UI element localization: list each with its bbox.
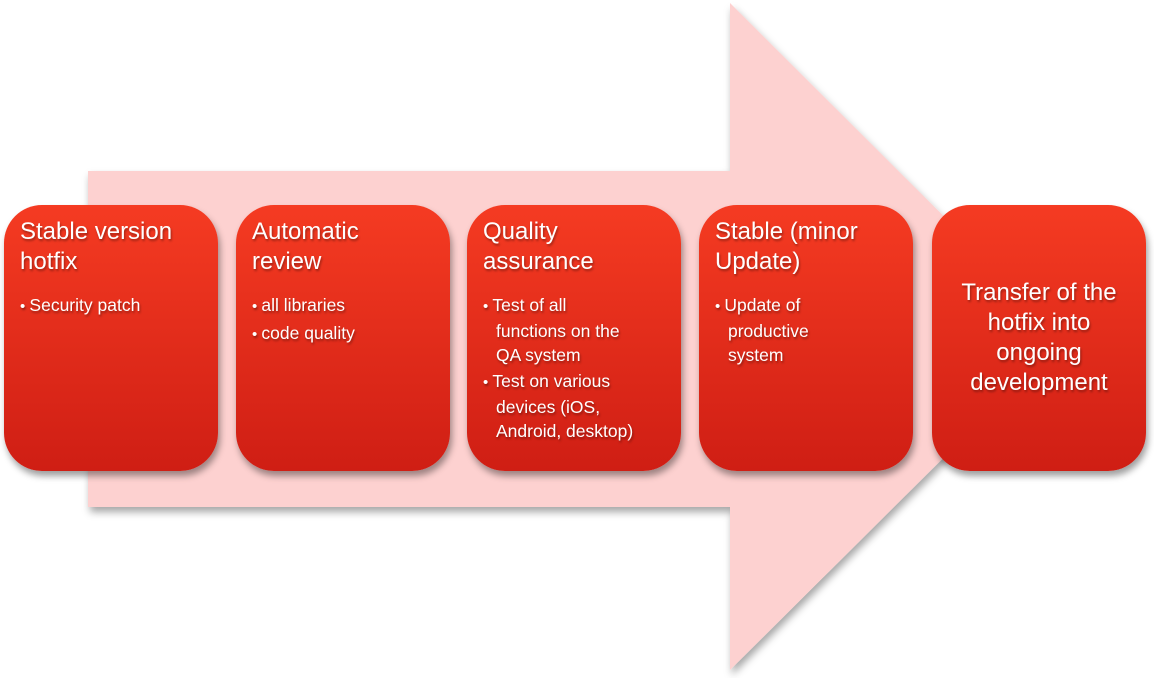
step-bullets: Security patch bbox=[20, 293, 218, 319]
step-title: Automatic review bbox=[252, 218, 359, 275]
step-title: Stable (minor Update) bbox=[715, 218, 858, 275]
step-card-stable-minor-update: Stable (minor Update) Update of producti… bbox=[699, 205, 913, 471]
step-card-transfer-to-development: Transfer of the hotfix into ongoing deve… bbox=[932, 205, 1146, 471]
step-title: Stable version hotfix bbox=[20, 218, 173, 275]
step-card-automatic-review: Automatic review all libraries code qual… bbox=[236, 205, 450, 471]
step-card-quality-assurance: Quality assurance Test of all functions … bbox=[467, 205, 681, 471]
step-bullets: all libraries code quality bbox=[252, 293, 450, 347]
step-bullets: Update of productive system bbox=[715, 293, 913, 367]
bullet-item: Security patch bbox=[20, 293, 172, 319]
step-title: Transfer of the hotfix into ongoing deve… bbox=[961, 279, 1117, 396]
step-title: Quality assurance bbox=[483, 218, 594, 275]
bullet-item: code quality bbox=[252, 321, 404, 347]
bullet-item: Update of productive system bbox=[715, 293, 867, 367]
bullet-item: all libraries bbox=[252, 293, 404, 319]
bullet-item: Test on various devices (iOS, Android, d… bbox=[483, 369, 635, 443]
bullet-item: Test of all functions on the QA system bbox=[483, 293, 635, 367]
step-card-stable-version-hotfix: Stable version hotfix Security patch bbox=[4, 205, 218, 471]
step-bullets: Test of all functions on the QA system T… bbox=[483, 293, 681, 443]
